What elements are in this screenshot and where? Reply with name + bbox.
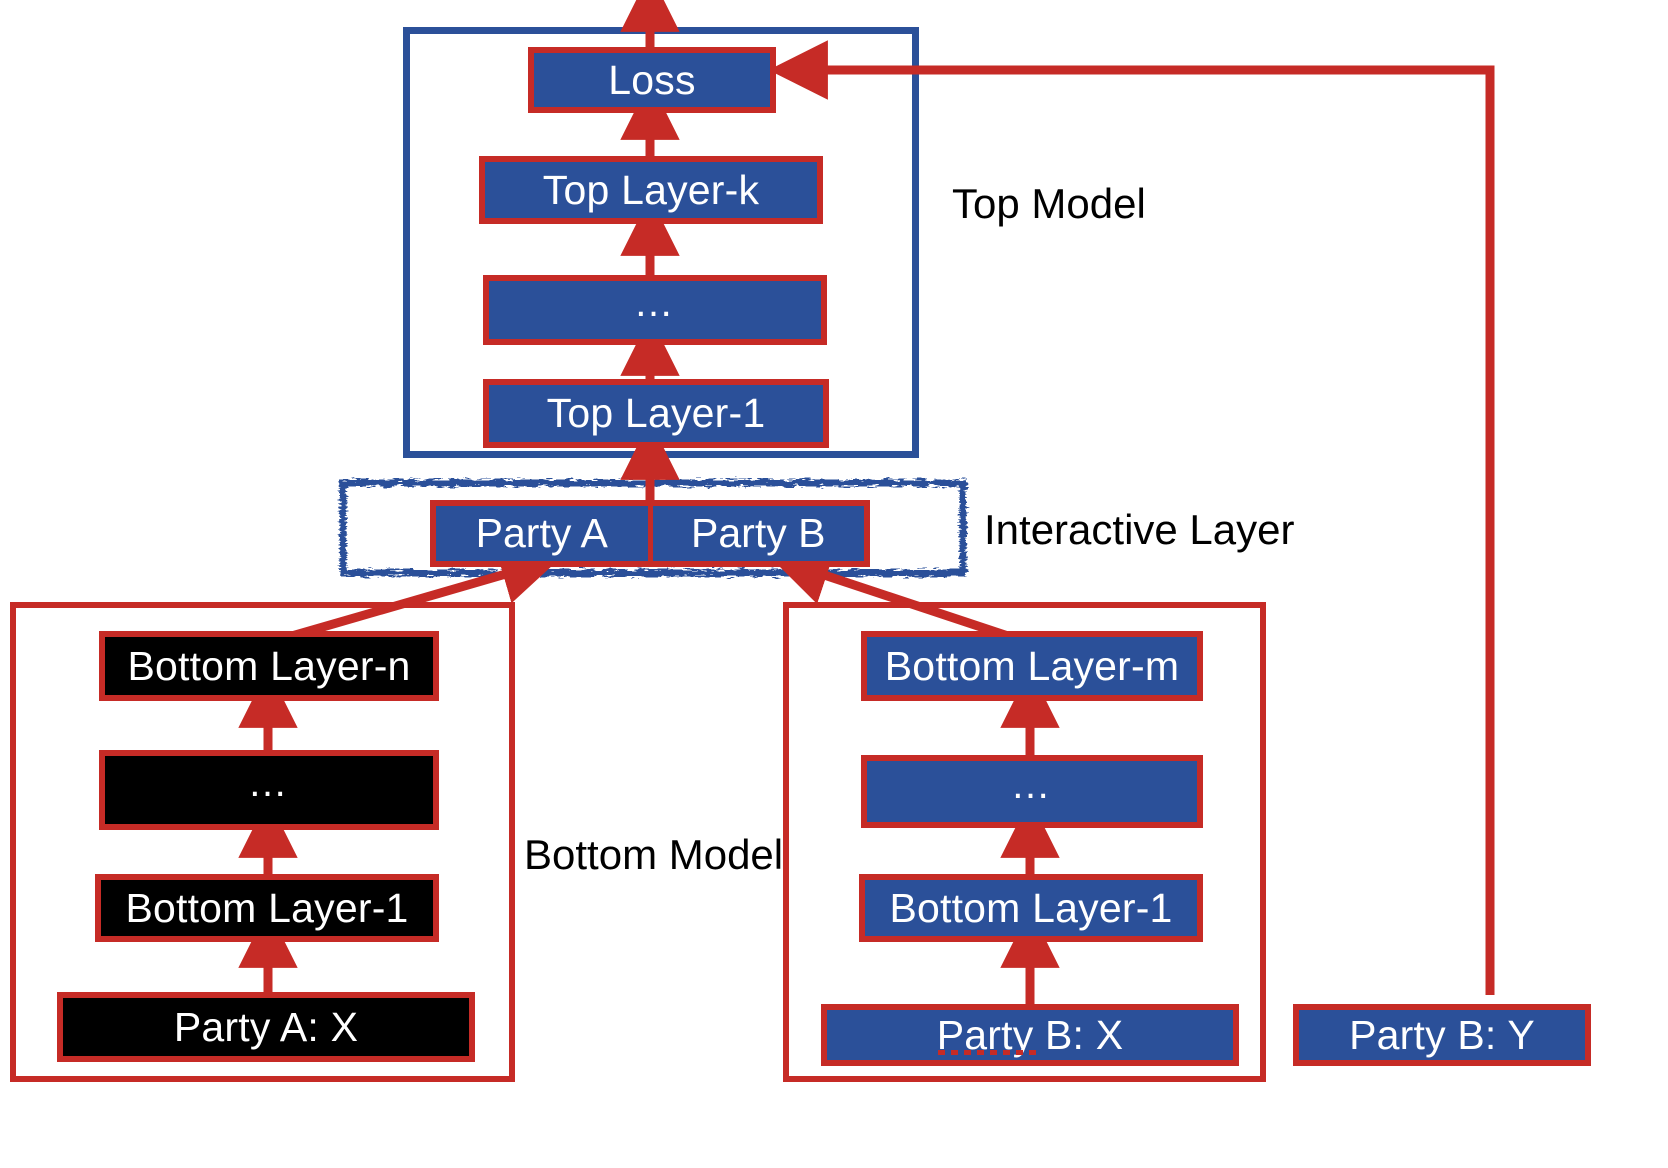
node-right-bottom-layer-m[interactable]: Bottom Layer-m (861, 631, 1203, 701)
node-right-bottom-ellipsis[interactable]: … (861, 755, 1203, 828)
interactive-layer-label: Interactive Layer (984, 506, 1295, 553)
node-top-layer-k[interactable]: Top Layer-k (479, 156, 823, 224)
spellcheck-underline (938, 1050, 1038, 1055)
node-party-a[interactable]: Party A (436, 506, 648, 561)
node-party-b[interactable]: Party B (647, 506, 865, 561)
node-party-b-y[interactable]: Party B: Y (1293, 1004, 1591, 1066)
node-top-layer-1[interactable]: Top Layer-1 (483, 379, 829, 448)
node-interactive-parties[interactable]: Party A Party B (430, 500, 870, 567)
node-loss[interactable]: Loss (528, 47, 776, 113)
node-party-b-label: Party B (691, 510, 826, 556)
node-left-bottom-layer-1[interactable]: Bottom Layer-1 (95, 874, 439, 942)
node-right-bottom-ellipsis-label: … (1010, 762, 1054, 807)
node-left-bottom-ellipsis-label: … (247, 761, 291, 805)
node-party-b-y-label: Party B: Y (1349, 1011, 1535, 1058)
node-top-layer-1-label: Top Layer-1 (546, 390, 766, 436)
node-left-bottom-ellipsis[interactable]: … (99, 750, 439, 830)
node-right-bottom-layer-1-label: Bottom Layer-1 (889, 884, 1173, 931)
node-party-a-label: Party A (475, 510, 608, 556)
bottom-model-left-frame (10, 602, 515, 1082)
node-top-layer-k-label: Top Layer-k (542, 166, 760, 213)
node-right-party-b-x[interactable]: Party B: X (821, 1004, 1239, 1066)
node-left-bottom-layer-n-label: Bottom Layer-n (127, 642, 411, 689)
node-left-bottom-layer-n[interactable]: Bottom Layer-n (99, 631, 439, 701)
node-right-bottom-layer-1[interactable]: Bottom Layer-1 (859, 874, 1203, 942)
node-left-party-a-x-label: Party A: X (173, 1003, 359, 1050)
node-left-bottom-layer-1-label: Bottom Layer-1 (125, 884, 409, 931)
node-top-layer-ellipsis-label: … (633, 281, 677, 325)
top-model-label: Top Model (952, 180, 1146, 227)
node-left-party-a-x[interactable]: Party A: X (57, 992, 475, 1062)
node-loss-label: Loss (608, 56, 696, 103)
node-right-bottom-layer-m-label: Bottom Layer-m (884, 642, 1180, 689)
node-top-layer-ellipsis[interactable]: … (483, 275, 827, 345)
bottom-model-label: Bottom Model (524, 831, 784, 878)
